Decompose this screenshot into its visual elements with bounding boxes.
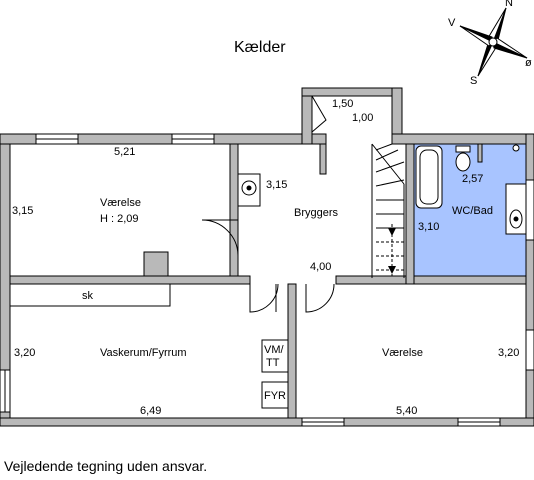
vaerelse-bottom-name: Værelse: [382, 347, 423, 359]
wc-width: 2,57: [462, 173, 483, 185]
stair-arrow-down-icon: [388, 266, 396, 274]
doors: [201, 95, 335, 313]
compass-v-label: V: [448, 17, 456, 29]
vaskerum-width: 6,49: [140, 405, 161, 417]
compass-o-label: ø: [525, 57, 532, 69]
bryggers-depth: 3,15: [266, 179, 287, 191]
compass-n-label: N: [505, 0, 513, 9]
floor-drain-icon: [512, 144, 520, 152]
vaerelse-top-width: 5,21: [114, 146, 135, 158]
niche-width: 1,50: [332, 98, 353, 110]
wc-sink-icon: [505, 183, 527, 235]
compass-rose-icon: [459, 7, 528, 77]
page-title: Kælder: [234, 39, 286, 56]
vaerelse-bottom-depth: 3,20: [498, 347, 519, 359]
vaerelse-bottom-width: 5,40: [396, 405, 417, 417]
compass-s-label: S: [470, 75, 477, 87]
shelf-label: sk: [82, 290, 94, 302]
disclaimer: Vejledende tegning uden ansvar.: [4, 458, 208, 474]
windows: [0, 133, 534, 427]
bryggers-name: Bryggers: [294, 207, 339, 219]
walls: [0, 87, 534, 427]
toilet-icon: [455, 145, 471, 172]
fyr-box: [261, 381, 289, 409]
stair-arrow-icon: [388, 228, 396, 236]
bryggers-width: 4,00: [310, 261, 331, 273]
utility-sink-icon: [237, 173, 261, 207]
wc-partition: [477, 143, 483, 163]
vmtt-label-2: TT: [266, 357, 280, 369]
vaskerum-name: Vaskerum/Fyrrum: [100, 347, 187, 359]
niche-depth: 1,00: [352, 112, 373, 124]
vaskerum-depth: 3,20: [14, 347, 35, 359]
staircase: [371, 143, 405, 278]
vaerelse-top-height: H : 2,09: [100, 213, 139, 225]
vaerelse-top-name: Værelse: [100, 197, 141, 209]
vmtt-box: [261, 339, 289, 373]
shelf-sk: [9, 283, 171, 307]
fyr-label: FYR: [264, 390, 286, 402]
vmtt-label-1: VM/: [264, 344, 285, 356]
wc-name: WC/Bad: [452, 205, 493, 217]
vaerelse-top-depth: 3,15: [12, 205, 33, 217]
wc-depth: 3,10: [418, 221, 439, 233]
bathtub-icon: [415, 145, 443, 209]
